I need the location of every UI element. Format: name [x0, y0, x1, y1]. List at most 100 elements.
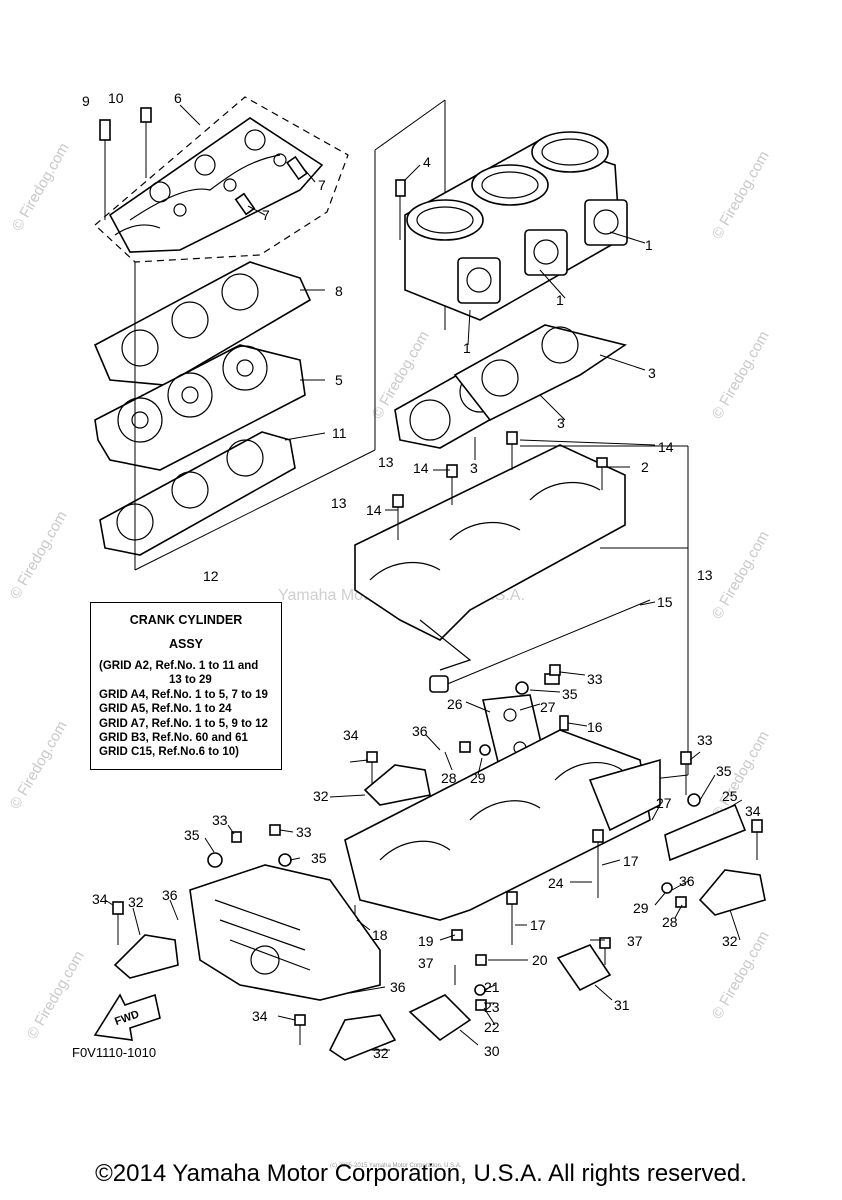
- callout-16: 16: [587, 719, 603, 735]
- callout-36: 36: [412, 723, 428, 739]
- watermark-firedog: © Firedog.com: [709, 928, 773, 1022]
- assy-line: GRID B3, Ref.No. 60 and 61: [99, 732, 248, 745]
- callout-14: 14: [658, 439, 674, 455]
- callout-17: 17: [530, 917, 546, 933]
- pad-30: [408, 994, 472, 1042]
- lower-crankcase-group: [344, 729, 661, 945]
- callout-labels: 9 10 6 7 7 8 5 11 4 1 1 1 3 3 3 14 2 13 …: [82, 90, 761, 1061]
- callout-14: 14: [366, 502, 382, 518]
- callout-28: 28: [662, 914, 678, 930]
- callout-3: 3: [470, 460, 478, 476]
- callout-1: 1: [463, 340, 471, 356]
- callout-36: 36: [679, 873, 695, 889]
- callout-15: 15: [657, 594, 673, 610]
- callout-2: 2: [641, 459, 649, 475]
- callout-13: 13: [331, 495, 347, 511]
- callout-33: 33: [587, 671, 603, 687]
- cylinder-block-group: [395, 131, 628, 321]
- engine-mount-32-right: [698, 819, 766, 916]
- bearing-group: [429, 675, 449, 693]
- callout-23: 23: [484, 999, 500, 1015]
- assy-line: 13 to 29: [169, 674, 212, 687]
- watermark-firedog: © Firedog.com: [709, 528, 773, 622]
- callout-17: 17: [623, 853, 639, 869]
- callout-4: 4: [423, 154, 431, 170]
- callout-34: 34: [343, 727, 359, 743]
- bracket-25: [664, 751, 747, 862]
- callout-29: 29: [633, 900, 649, 916]
- assy-grid-list: (GRID A2, Ref.No. 1 to 11 and 13 to 29 G…: [99, 659, 279, 760]
- callout-26: 26: [447, 696, 463, 712]
- assembly-reference-box: CRANK CYLINDER ASSY (GRID A2, Ref.No. 1 …: [90, 602, 282, 770]
- engine-mount-32-left: [112, 901, 179, 979]
- assy-line: (GRID A2, Ref.No. 1 to 11 and: [99, 660, 259, 672]
- callout-18: 18: [372, 927, 388, 943]
- callout-12: 12: [203, 568, 219, 584]
- callout-34: 34: [252, 1008, 268, 1024]
- callout-30: 30: [484, 1043, 500, 1059]
- watermark-firedog: © Firedog.com: [7, 508, 71, 602]
- head-gasket-group: [93, 261, 312, 386]
- assy-line: GRID A5, Ref.No. 1 to 24: [99, 703, 232, 716]
- copyright-text: ©2014 Yamaha Motor Corporation, U.S.A. A…: [95, 1160, 747, 1187]
- assy-line: GRID C15, Ref.No.6 to 10): [99, 746, 239, 759]
- callout-19: 19: [418, 933, 434, 949]
- watermark-firedog: © Firedog.com: [24, 948, 88, 1042]
- assy-title-line1: CRANK CYLINDER: [129, 613, 243, 627]
- pad-31: [556, 937, 612, 992]
- callout-13: 13: [697, 567, 713, 583]
- watermark-firedog: © Firedog.com: [709, 148, 773, 242]
- side-cover-group: [189, 864, 381, 1001]
- callout-11: 11: [332, 425, 347, 441]
- callout-5: 5: [335, 372, 343, 388]
- callout-31: 31: [614, 997, 630, 1013]
- bracket-lines: [444, 445, 689, 786]
- callout-1: 1: [645, 237, 653, 253]
- callout-32: 32: [313, 788, 329, 804]
- callout-33: 33: [296, 824, 312, 840]
- callout-7: 7: [262, 207, 270, 223]
- figure-code: F0V1110-1010: [72, 1045, 157, 1060]
- callout-25: 25: [722, 788, 738, 804]
- callout-8: 8: [335, 283, 343, 299]
- assy-line: GRID A7, Ref.No. 1 to 5, 9 to 12: [99, 717, 268, 730]
- engine-mount-32-bottom: [294, 1014, 397, 1061]
- callout-36: 36: [162, 887, 178, 903]
- callout-3: 3: [648, 365, 656, 381]
- fasteners: [207, 664, 687, 1011]
- callout-13: 13: [378, 454, 394, 470]
- callout-33: 33: [212, 812, 228, 828]
- assy-line: GRID A4, Ref.No. 1 to 5, 7 to 19: [99, 688, 268, 701]
- watermark-firedog: © Firedog.com: [9, 140, 73, 234]
- callout-10: 10: [108, 90, 124, 106]
- callout-37: 37: [627, 933, 643, 949]
- callout-6: 6: [174, 90, 182, 106]
- callout-20: 20: [532, 952, 548, 968]
- callout-22: 22: [484, 1019, 500, 1035]
- callout-7: 7: [318, 177, 326, 193]
- callout-14: 14: [413, 460, 429, 476]
- callout-32: 32: [128, 894, 144, 910]
- callout-35: 35: [562, 686, 578, 702]
- upper-crankcase-group: [354, 431, 626, 671]
- callout-27: 27: [656, 795, 672, 811]
- callout-33: 33: [697, 732, 713, 748]
- watermark-firedog: © Firedog.com: [709, 328, 773, 422]
- cylinder-head-group: [94, 96, 349, 263]
- callout-32: 32: [722, 933, 738, 949]
- callout-29: 29: [470, 770, 486, 786]
- callout-27: 27: [540, 699, 556, 715]
- head-cover-group: [94, 344, 306, 471]
- callout-24: 24: [548, 875, 564, 891]
- watermark-firedog: © Firedog.com: [7, 718, 71, 812]
- callout-34: 34: [92, 891, 108, 907]
- callout-35: 35: [311, 850, 327, 866]
- callout-36: 36: [390, 979, 406, 995]
- callout-35: 35: [716, 763, 732, 779]
- callout-28: 28: [441, 770, 457, 786]
- callout-34: 34: [745, 803, 761, 819]
- leader-lines: [104, 104, 743, 1051]
- assy-title-line2: ASSY: [168, 637, 204, 651]
- callout-1: 1: [556, 292, 564, 308]
